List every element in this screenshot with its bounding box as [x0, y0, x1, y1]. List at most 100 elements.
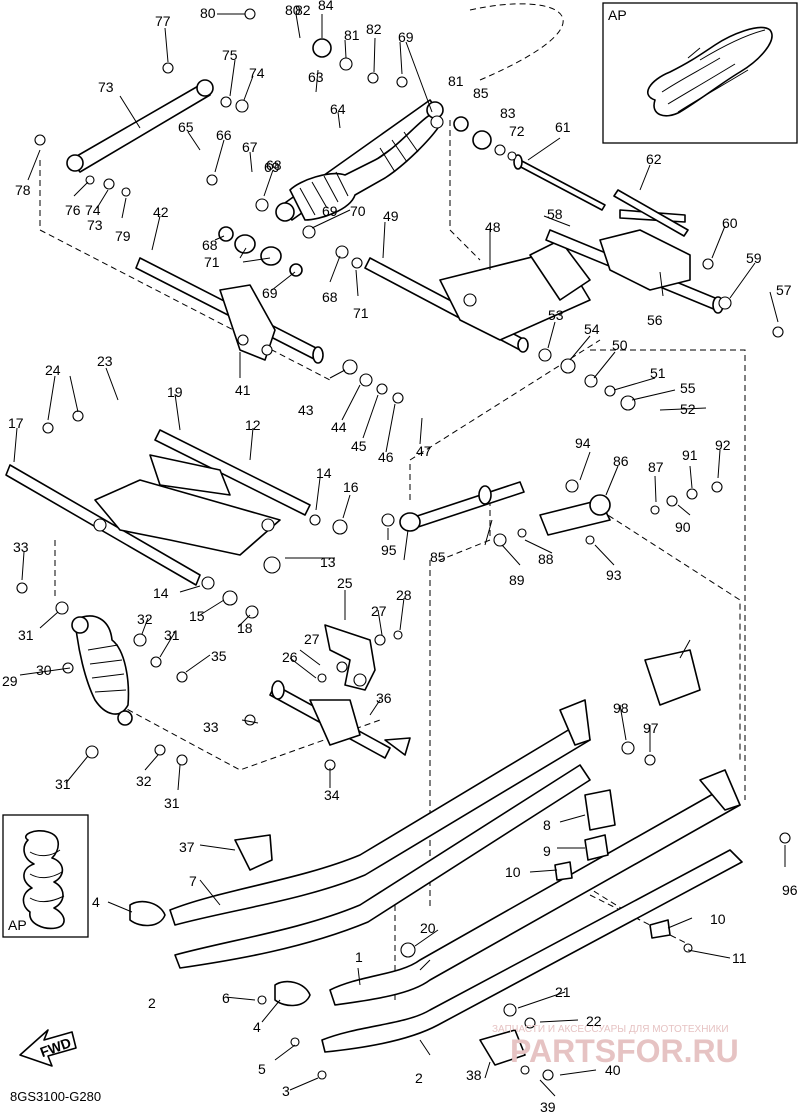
- part-number-label: 61: [555, 119, 571, 135]
- slide-rail-7: [169, 699, 591, 926]
- part-number-label: 32: [136, 773, 152, 789]
- part-number-label: 91: [682, 447, 698, 463]
- shaft-36: [269, 680, 411, 759]
- part-number-label: 9: [543, 843, 551, 859]
- arm-25: [324, 624, 376, 691]
- part-number-label: 27: [371, 603, 387, 619]
- part-number-label: 69: [398, 29, 414, 45]
- part-number-label: 68: [322, 289, 338, 305]
- link-84: [539, 494, 611, 536]
- part-number-label: 27: [304, 631, 320, 647]
- part-number-label: 18: [237, 620, 253, 636]
- shaft-58-56: [545, 189, 724, 314]
- part-number-label: 31: [164, 795, 180, 811]
- upper-link-72: [66, 79, 214, 173]
- part-number-label: 7: [189, 873, 197, 889]
- part-number-label: 34: [324, 787, 340, 803]
- part-number-label: 11: [732, 950, 747, 966]
- part-number-label: 40: [605, 1062, 621, 1078]
- part-number-label: 67: [242, 139, 258, 155]
- part-number-label: 74: [249, 65, 265, 81]
- part-number-label: 3: [282, 1083, 290, 1099]
- part-number-label: 47: [416, 443, 432, 459]
- part-number-label: 53: [548, 307, 564, 323]
- assembly-dash-lines: [39, 3, 746, 1000]
- part-number-label: 46: [378, 449, 394, 465]
- part-number-label: 68: [266, 157, 282, 173]
- part-number-label: 79: [115, 228, 131, 244]
- part-number-label: 17: [8, 415, 24, 431]
- part-number-label: 64: [330, 101, 346, 117]
- part-number-label: 39: [540, 1099, 556, 1115]
- part-number-label: 4: [253, 1019, 261, 1035]
- label-leaders: [13, 13, 786, 1097]
- part-number-label: 78: [15, 182, 31, 198]
- slide-rail-2-upper: [174, 764, 591, 969]
- part-number-label: 68: [202, 237, 218, 253]
- inset-label-bottom: AP: [8, 917, 27, 933]
- part-number-label: 28: [396, 587, 412, 603]
- part-number-label: 10: [505, 864, 521, 880]
- part-number-label: 77: [155, 13, 171, 29]
- fwd-arrow-icon: FWD: [19, 1029, 77, 1067]
- part-number-label: 1: [355, 949, 363, 965]
- slide-rail-1: [329, 769, 741, 1006]
- part-number-label: 51: [650, 365, 666, 381]
- part-number-label: 81: [448, 73, 464, 89]
- part-number-label: 16: [343, 479, 359, 495]
- part-number-label: 38: [466, 1067, 482, 1083]
- part-number-label: 26: [282, 649, 298, 665]
- part-number-label: 98: [613, 700, 629, 716]
- part-number-label: 31: [18, 627, 34, 643]
- part-number-label: 71: [204, 254, 220, 270]
- part-number-label: 32: [137, 611, 153, 627]
- part-number-label: 85: [430, 549, 446, 565]
- part-number-label: 41: [235, 382, 251, 398]
- part-number-label: 92: [715, 437, 731, 453]
- bolt-61: [513, 154, 606, 211]
- part-number-label: 80: [285, 2, 301, 18]
- part-number-label: 74: [85, 202, 101, 218]
- part-number-label: 33: [203, 719, 219, 735]
- rear-shock-63: [275, 99, 444, 222]
- part-number-label: 5: [258, 1061, 266, 1077]
- part-number-label: 15: [189, 608, 205, 624]
- part-number-label: 69: [262, 285, 278, 301]
- rear-arm-48: [364, 239, 591, 353]
- part-number-label: 43: [298, 402, 314, 418]
- part-number-label: 86: [613, 453, 629, 469]
- part-number-label: 44: [331, 419, 347, 435]
- part-number-label: 95: [381, 542, 397, 558]
- part-number-label: 54: [584, 321, 600, 337]
- part-number-label: 2: [415, 1070, 423, 1086]
- part-number-label: 94: [575, 435, 591, 451]
- part-number-label: 70: [350, 203, 366, 219]
- part-number-label: 97: [643, 720, 659, 736]
- part-number-label: 25: [337, 575, 353, 591]
- part-number-label: 48: [485, 219, 501, 235]
- rail-parts-small: [129, 649, 701, 1066]
- part-number-label: 76: [65, 202, 81, 218]
- part-number-label: 33: [13, 539, 29, 555]
- part-number-label: 58: [547, 206, 563, 222]
- part-number-label: 22: [586, 1013, 602, 1029]
- part-number-label: 30: [36, 662, 52, 678]
- part-number-label: 35: [211, 648, 227, 664]
- part-number-label: 93: [606, 567, 622, 583]
- part-number-label: 23: [97, 353, 113, 369]
- pivot-shaft-42: [135, 257, 324, 364]
- part-number-label: 31: [164, 627, 180, 643]
- link-83: [399, 481, 525, 532]
- small-hardware: [16, 8, 791, 1081]
- part-number-label: 10: [710, 911, 726, 927]
- inset-box-spring-rear: AP: [602, 2, 798, 144]
- part-number-label: 88: [538, 551, 554, 567]
- watermark-line: ЗАПЧАСТИ И АКСЕССУАРЫ ДЛЯ МОТОТЕХНИКИ: [492, 1024, 729, 1035]
- spring-97-drawing: [22, 830, 65, 930]
- part-number-label: 21: [555, 984, 571, 1000]
- part-number-label: 59: [746, 250, 762, 266]
- part-number-label: 45: [351, 438, 367, 454]
- part-number-label: 12: [245, 417, 261, 433]
